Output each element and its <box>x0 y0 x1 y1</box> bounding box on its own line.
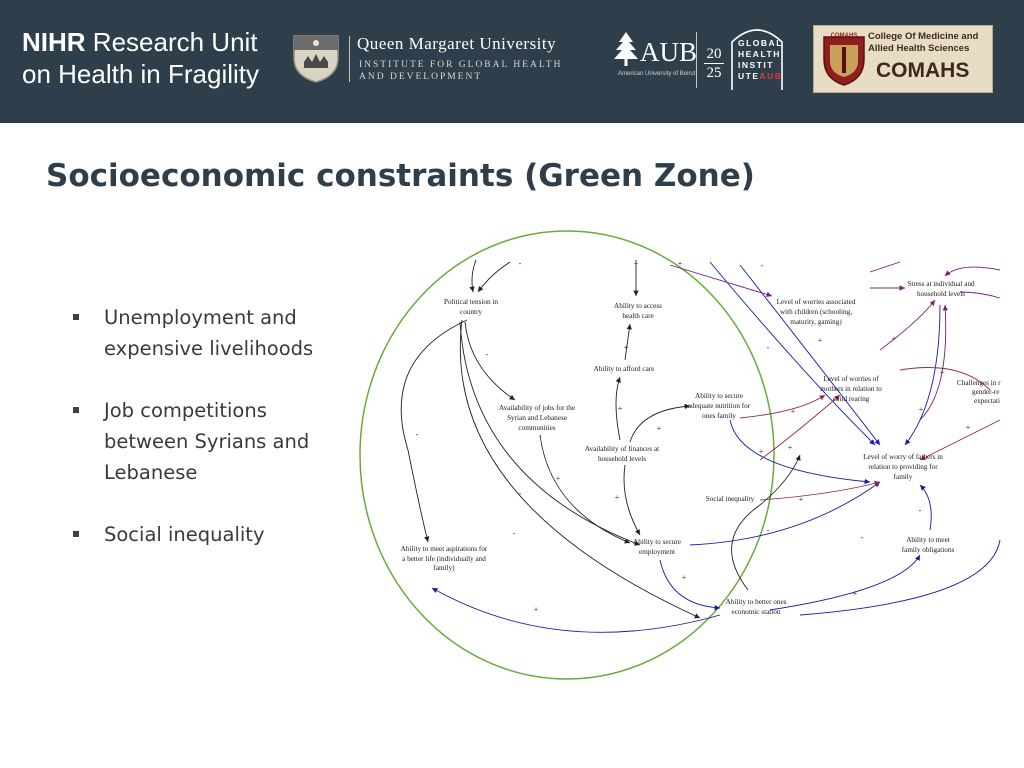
qmu-institute-line1: INSTITUTE FOR GLOBAL HEALTH <box>359 60 563 70</box>
maroon-links <box>739 367 1001 501</box>
comahs-college-name: College Of Medicine and Allied Health Sc… <box>868 31 978 55</box>
polarity-markers: + + - - + - - + + + + + + + + - + + + - … <box>416 259 971 614</box>
bullet-line: expensive livelihoods <box>104 337 314 360</box>
aub-divider <box>696 32 697 88</box>
ghi-line-4-red: AUB <box>759 71 783 81</box>
slide-title: Socioeconomic constraints (Green Zone) <box>46 158 755 194</box>
bullet-item: Social inequality <box>72 519 352 550</box>
bullet-line: Social inequality <box>104 523 265 546</box>
polarity-plus: + <box>966 423 971 432</box>
bullet-line: Unemployment and <box>104 306 297 329</box>
comahs-college-line2: Allied Health Sciences <box>868 43 970 54</box>
polarity-minus: - <box>416 430 419 439</box>
polarity-plus: + <box>791 407 796 416</box>
polarity-plus: + <box>788 443 793 452</box>
node-afford-care: Ability to afford care <box>594 365 655 373</box>
bullet-list: Unemployment and expensive livelihoods J… <box>72 302 352 581</box>
ghi-year-line2: 25 <box>706 65 722 81</box>
ghi-line-2: HEALTH <box>738 49 781 59</box>
nihr-logo: NIHR Research Unit on Health in Fragilit… <box>22 26 259 90</box>
polarity-plus: + <box>799 495 804 504</box>
polarity-plus: + <box>853 589 858 598</box>
comahs-logo: COMAHS College Of Medicine and Allied He… <box>813 25 993 93</box>
polarity-plus: + <box>678 259 683 268</box>
bullet-line: Job competitions <box>104 399 267 422</box>
polarity-plus: + <box>556 474 561 483</box>
aub-subtitle: American University of Beirut <box>618 71 696 77</box>
bullet-square-icon <box>73 314 79 320</box>
polarity-minus: - <box>761 261 764 270</box>
polarity-plus: + <box>634 259 639 268</box>
polarity-plus: + <box>818 336 823 345</box>
polarity-minus: - <box>519 489 522 498</box>
bullet-line: between Syrians and <box>104 430 310 453</box>
ghi-line-4: UTE <box>738 71 760 81</box>
bullet-line: Lebanese <box>104 461 198 484</box>
node-social-inequality: Social inequality <box>706 495 755 503</box>
qmu-name: Queen Margaret University <box>357 34 557 53</box>
comahs-crest-icon: COMAHS <box>823 33 865 86</box>
polarity-plus: + <box>534 605 539 614</box>
black-links <box>400 259 801 619</box>
cedar-tree-icon <box>614 32 638 66</box>
polarity-minus: - <box>767 343 770 352</box>
aub-wordmark: AUB <box>640 37 698 67</box>
polarity-minus: - <box>513 529 516 538</box>
blue-links <box>431 261 1001 633</box>
polarity-plus: + <box>618 404 623 413</box>
polarity-plus: + <box>615 493 620 502</box>
polarity-plus: + <box>624 343 629 352</box>
ghi-line-3: INSTIT <box>738 60 774 70</box>
qmu-crest-icon <box>293 35 339 83</box>
bullet-square-icon <box>73 407 79 413</box>
bullet-square-icon <box>73 531 79 537</box>
polarity-plus: + <box>657 424 662 433</box>
header-banner: NIHR Research Unit on Health in Fragilit… <box>0 0 1024 123</box>
polarity-minus: - <box>519 259 522 268</box>
comahs-crest-label: COMAHS <box>831 33 858 39</box>
polarity-plus: + <box>759 447 764 456</box>
polarity-plus: + <box>940 368 945 377</box>
qmu-institute-line2: AND DEVELOPMENT <box>359 72 483 82</box>
ghi-arch-icon <box>731 29 783 90</box>
nihr-line2: on Health in Fragility <box>22 59 259 89</box>
polarity-plus: + <box>892 334 897 343</box>
nihr-wordmark: NIHR <box>22 27 86 57</box>
bullet-item: Job competitions between Syrians and Leb… <box>72 395 352 488</box>
ghi-year: 20 25 <box>704 46 724 81</box>
polarity-plus: + <box>919 405 924 414</box>
comahs-wordmark: COMAHS <box>876 59 970 82</box>
polarity-minus: - <box>767 526 770 535</box>
nihr-line1: Research Unit <box>92 27 258 57</box>
polarity-minus: - <box>486 350 489 359</box>
polarity-minus: - <box>919 506 922 515</box>
polarity-plus: + <box>682 573 687 582</box>
ghi-year-line1: 20 <box>706 46 722 62</box>
purple-links <box>669 261 1001 421</box>
green-zone-ellipse <box>359 230 775 680</box>
polarity-minus: - <box>861 533 864 542</box>
qmu-institute: INSTITUTE FOR GLOBAL HEALTH AND DEVELOPM… <box>359 59 562 83</box>
ghi-line-1: GLOBAL <box>738 38 783 48</box>
bullet-item: Unemployment and expensive livelihoods <box>72 302 352 364</box>
qmu-divider <box>349 36 350 82</box>
comahs-college-line1: College Of Medicine and <box>868 31 979 42</box>
ghi-wordmark: GLOBAL HEALTH INSTIT UTEAUB <box>738 38 783 82</box>
